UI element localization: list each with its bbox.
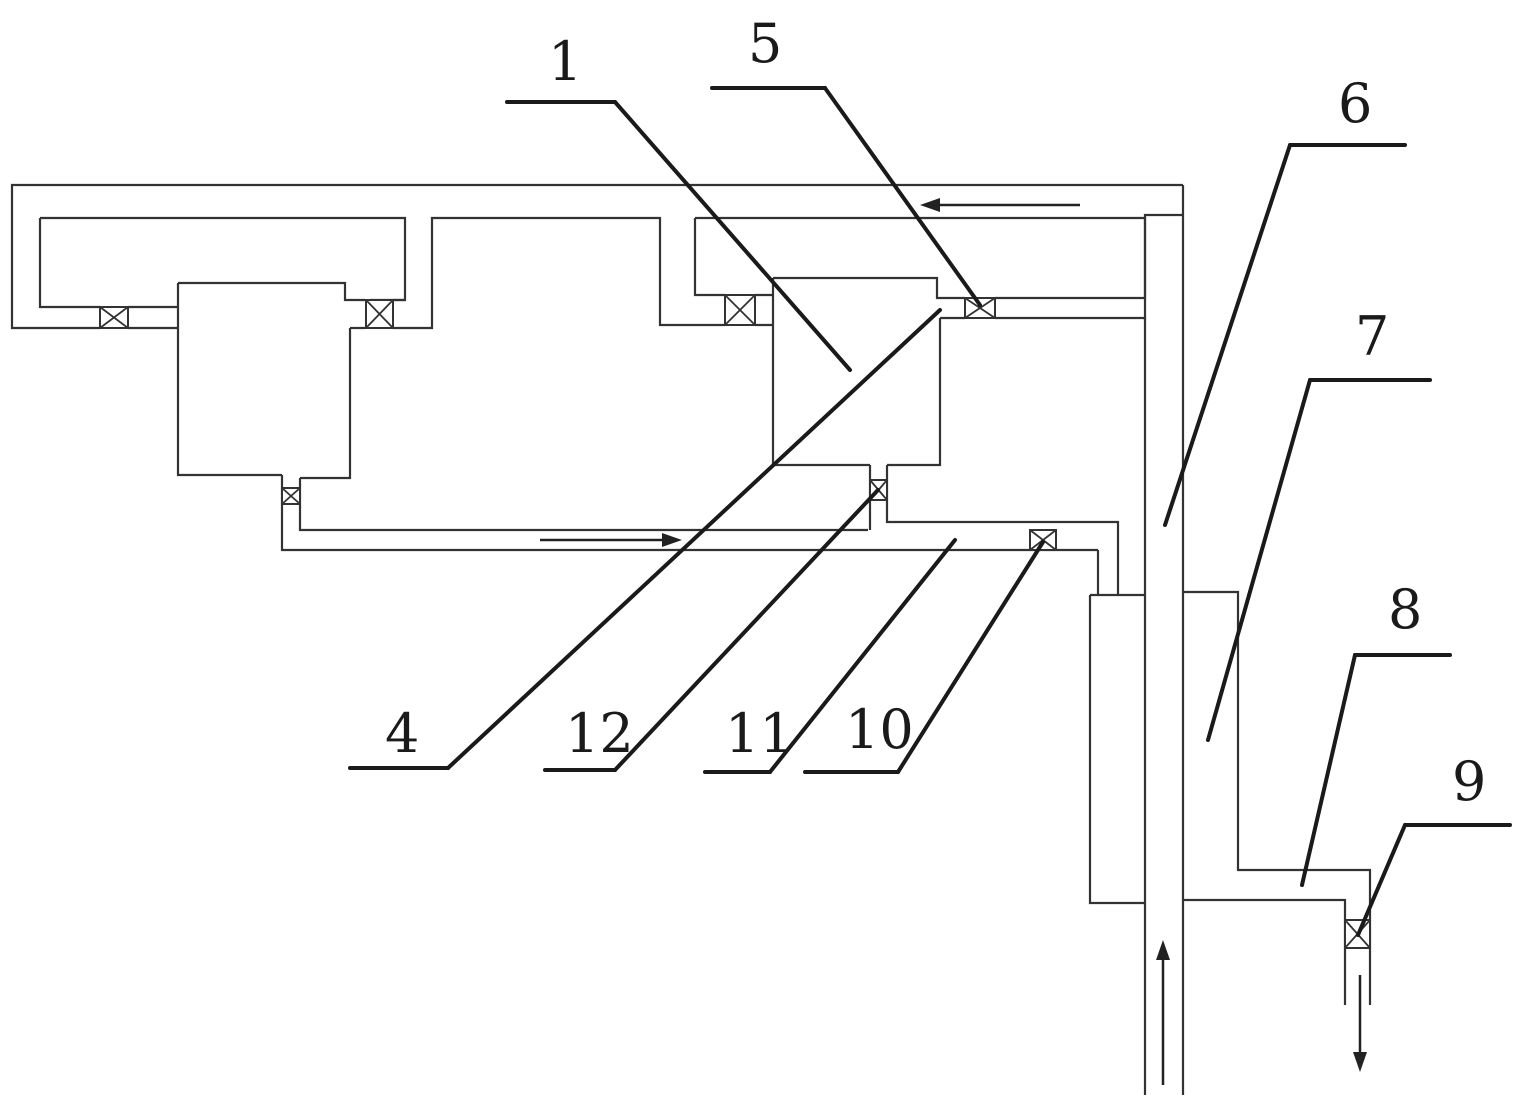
label-12: 12 [565,702,634,765]
label-11: 11 [725,702,794,765]
flow-arrow-bottom-right [540,533,682,547]
valve-left-inner [365,299,394,329]
top-return-pipe [10,183,1185,1095]
label-7: 7 [1355,305,1389,368]
label-10: 10 [845,698,914,761]
left-unit-outlet [280,475,1098,552]
leader-lines [348,86,1512,937]
valve-10 [1029,529,1057,551]
valve-right-unit-inlet [724,294,756,326]
label-6: 6 [1338,72,1372,135]
label-5: 5 [748,12,782,75]
flow-arrow-up [1156,940,1170,1085]
left-unit-body [176,281,365,480]
right-branch-pipe [1183,590,1372,1005]
right-unit-loop [693,216,1147,595]
label-9: 9 [1452,750,1486,813]
valve-left-bottom [281,487,301,505]
flow-arrow-down [1353,975,1367,1072]
main-vertical-pipe [1088,593,1147,1095]
label-4: 4 [385,702,419,765]
flow-arrow-top-left [920,198,1080,212]
label-1: 1 [548,30,582,93]
valve-left-outer [99,306,129,329]
valve-5 [964,297,996,319]
unit-1-outlet [868,465,1120,595]
label-8: 8 [1388,578,1422,641]
